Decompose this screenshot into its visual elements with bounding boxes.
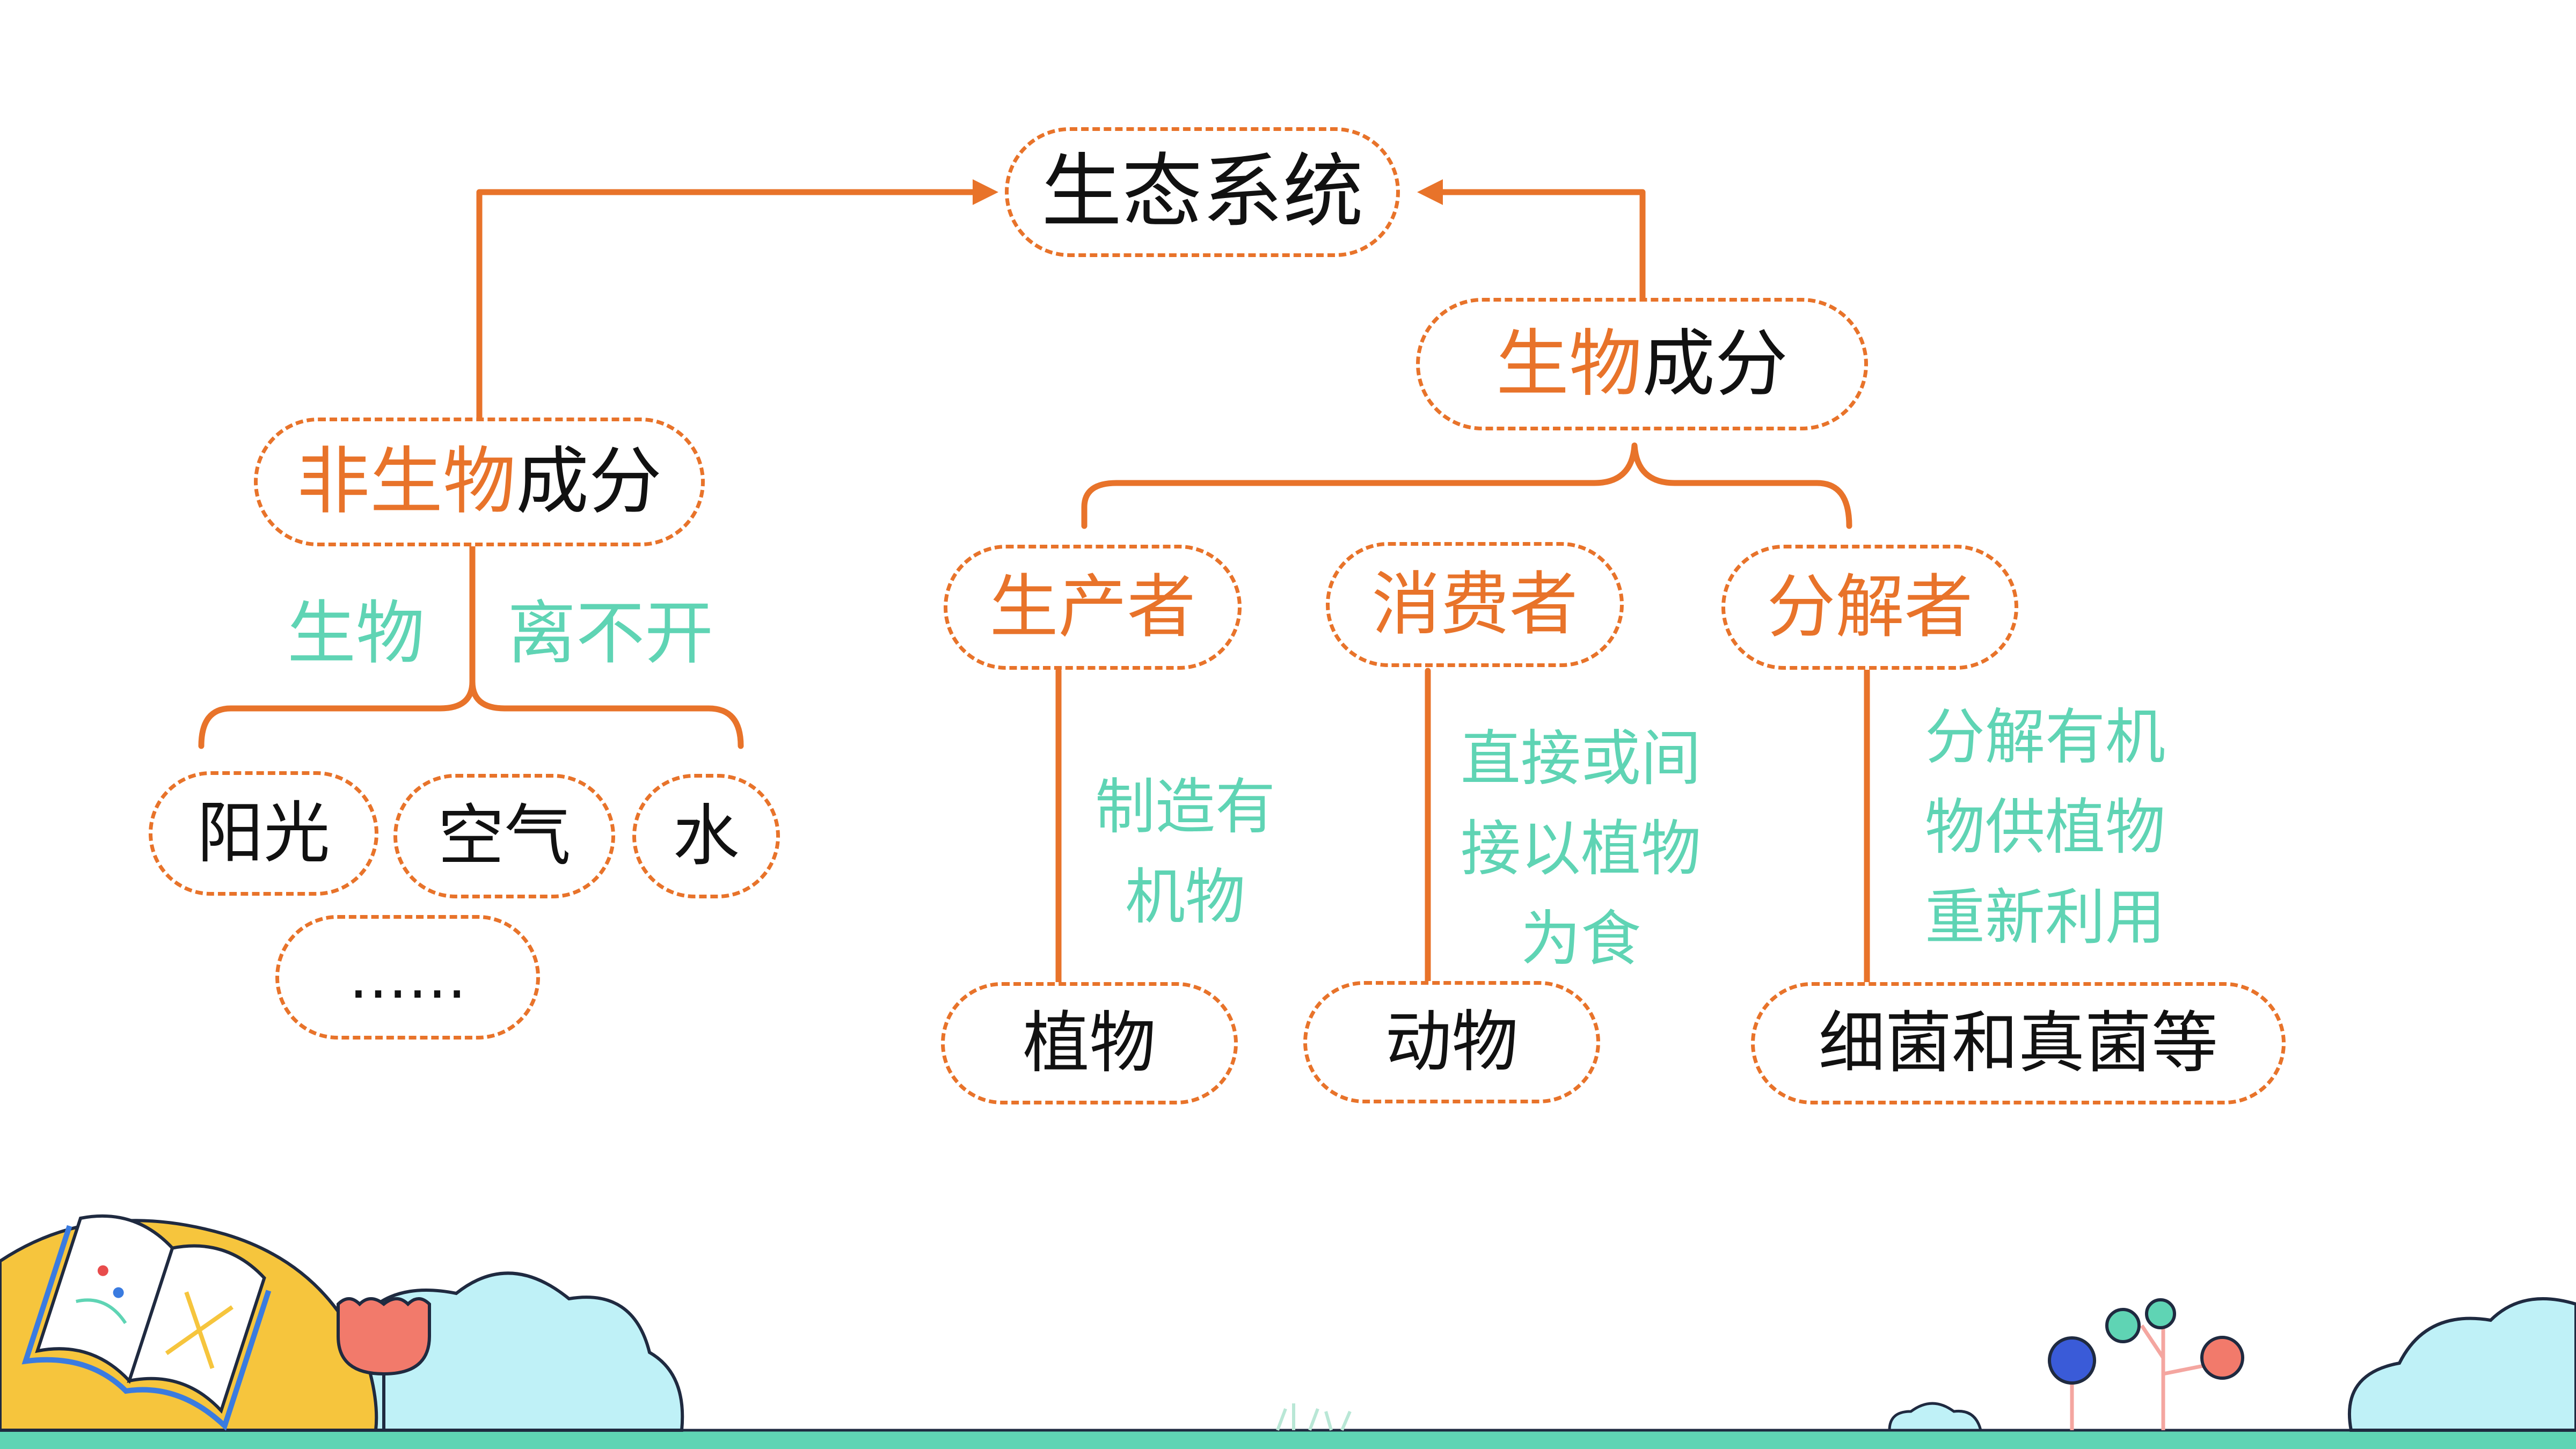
example-label: 植物 bbox=[1023, 1005, 1156, 1082]
lollipop-tree-icon bbox=[2200, 1336, 2244, 1380]
note-line: 重新利用 bbox=[1925, 883, 2165, 953]
open-book-icon bbox=[21, 1214, 272, 1431]
abiotic-label-orange: 非生物 bbox=[297, 440, 516, 524]
abiotic-item-air: 空气 bbox=[393, 774, 615, 898]
consumer-node: 消费者 bbox=[1326, 542, 1624, 667]
role-label: 分解者 bbox=[1767, 567, 1973, 647]
note-line: 分解有机 bbox=[1925, 702, 2165, 772]
arrow-head-right bbox=[1417, 179, 1443, 205]
example-label: 细菌和真菌等 bbox=[1818, 1005, 2218, 1082]
abiotic-brace bbox=[198, 539, 744, 749]
arrow-head-left bbox=[973, 179, 998, 205]
decomposer-note: 分解有机 物供植物 重新利用 bbox=[1911, 692, 2179, 963]
producer-note: 制造有 机物 bbox=[1078, 762, 1293, 942]
note-line: 直接或间 bbox=[1461, 724, 1701, 794]
grass-icon bbox=[1276, 1403, 1352, 1431]
note-line: 物供植物 bbox=[1925, 793, 2165, 862]
note-line: 为食 bbox=[1521, 904, 1641, 974]
role-label: 生产者 bbox=[989, 567, 1196, 647]
abiotic-label-dark: 成分 bbox=[516, 440, 662, 524]
abiotic-item-label: 水 bbox=[673, 797, 740, 875]
title-text: 生态系统 bbox=[1041, 145, 1363, 239]
abiotic-item-label: 空气 bbox=[437, 797, 571, 875]
abiotic-item-label: 阳光 bbox=[196, 795, 330, 872]
biotic-brace bbox=[1081, 442, 1852, 529]
biotic-node: 生物成分 bbox=[1416, 298, 1868, 430]
cloud-icon bbox=[1888, 1402, 1983, 1432]
lollipop-tree-icon bbox=[2070, 1324, 2217, 1430]
cloud-icon bbox=[2347, 1297, 2576, 1432]
abiotic-item-sunlight: 阳光 bbox=[149, 771, 378, 896]
lollipop-tree-icon bbox=[2048, 1336, 2096, 1385]
lollipop-tree-icon bbox=[2145, 1298, 2176, 1329]
decomposer-node: 分解者 bbox=[1721, 545, 2018, 670]
abiotic-note-right: 离不开 bbox=[507, 594, 714, 674]
abiotic-item-more: …… bbox=[275, 915, 540, 1040]
abiotic-item-label: …… bbox=[348, 943, 467, 1012]
example-label: 动物 bbox=[1385, 1004, 1519, 1081]
abiotic-note-left: 生物 bbox=[287, 594, 425, 674]
abiotic-item-water: 水 bbox=[632, 774, 780, 898]
consumer-example-node: 动物 bbox=[1303, 981, 1600, 1103]
producer-node: 生产者 bbox=[944, 545, 1242, 670]
consumer-note: 直接或间 接以植物 为食 bbox=[1444, 714, 1718, 984]
lollipop-tree-icon bbox=[2105, 1308, 2141, 1343]
biotic-label-dark: 成分 bbox=[1642, 321, 1788, 407]
role-label: 消费者 bbox=[1371, 564, 1578, 645]
note-line: 制造有 bbox=[1095, 772, 1275, 842]
abiotic-node: 非生物成分 bbox=[254, 418, 705, 546]
biotic-to-title-line bbox=[1435, 189, 1646, 301]
tulip-icon bbox=[337, 1297, 431, 1430]
biotic-label-orange: 生物 bbox=[1496, 321, 1642, 407]
decomposer-example-node: 细菌和真菌等 bbox=[1751, 982, 2286, 1104]
abiotic-to-title-line bbox=[476, 189, 980, 422]
note-line: 机物 bbox=[1125, 862, 1245, 932]
producer-example-node: 植物 bbox=[941, 982, 1238, 1104]
note-line: 接以植物 bbox=[1461, 814, 1701, 884]
ground-strip bbox=[0, 1430, 2576, 1449]
title-node: 生态系统 bbox=[1005, 127, 1400, 257]
